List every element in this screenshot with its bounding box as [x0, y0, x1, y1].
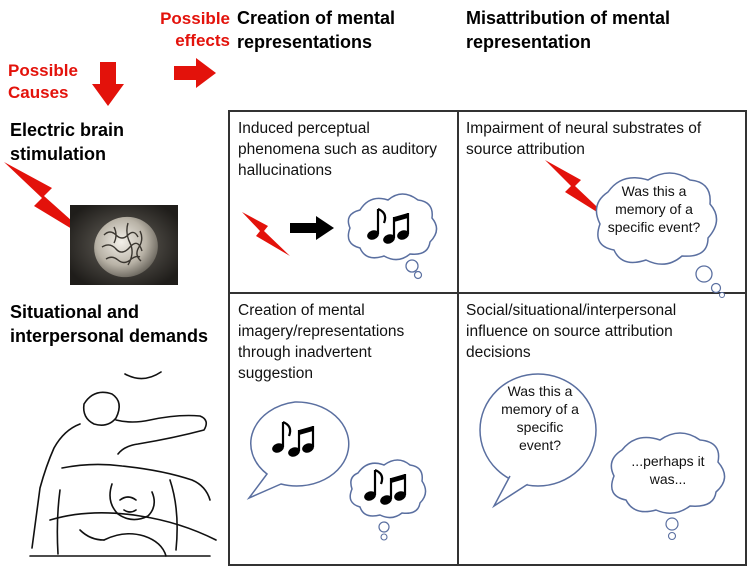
grid-middle-v	[457, 110, 459, 566]
column-header-creation: Creation of mental representations	[237, 8, 396, 52]
cause-situational-demands: Situational and interpersonal demands	[10, 302, 209, 346]
grid-left	[228, 110, 230, 566]
black-right-arrow-icon	[290, 216, 334, 240]
possible-effects-label: Possible effects	[160, 9, 230, 50]
thought-cloud-icon	[610, 432, 726, 541]
thought-cloud-icon	[595, 172, 725, 298]
clinician-patient-sketch	[29, 371, 217, 557]
grid-right	[745, 110, 747, 566]
thought-cloud-icon	[349, 459, 427, 541]
speech-bubble-icon	[479, 373, 597, 509]
music-note-icon	[367, 207, 410, 244]
grid-bottom	[228, 564, 747, 566]
cell-social-influence: Social/situational/interpersonal influen…	[466, 302, 677, 361]
lightning-bolt-icon	[545, 160, 613, 222]
thought-bubble-text: Was this a memory of a specific event?	[607, 183, 701, 235]
down-arrow-icon	[92, 62, 124, 106]
right-arrow-icon	[174, 58, 216, 88]
column-header-misattribution: Misattribution of mental representation	[466, 8, 670, 52]
brain-image	[70, 205, 178, 285]
music-note-icon	[364, 468, 407, 505]
thought-bubble-text: ...perhaps it was...	[631, 453, 705, 487]
music-note-icon	[272, 420, 315, 457]
speech-bubble-text: Was this a memory of a specific event?	[501, 383, 579, 453]
grid-top	[228, 110, 747, 112]
thought-cloud-icon	[347, 193, 438, 280]
lightning-bolt-icon	[242, 212, 290, 256]
cause-electric-stimulation: Electric brain stimulation	[10, 120, 125, 164]
possible-causes-label: Possible Causes	[8, 61, 78, 102]
grid-middle-h	[228, 292, 747, 294]
cell-inadvertent-suggestion: Creation of mental imagery/representatio…	[238, 302, 405, 382]
cell-impairment-source-attribution: Impairment of neural substrates of sourc…	[466, 120, 702, 158]
cell-induced-phenomena: Induced perceptual phenomena such as aud…	[238, 120, 438, 179]
